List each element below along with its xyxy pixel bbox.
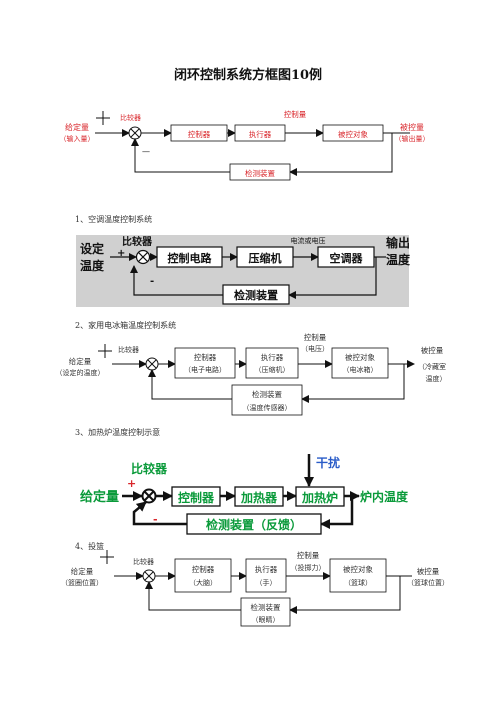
d1-heading: 1、空调温度控制系统 <box>75 214 152 224</box>
d1-controller: 控制电路 <box>168 251 213 265</box>
d2-controller-sub: （电子电路） <box>184 365 226 374</box>
diagram-basketball: 给定量 （篮圈位置） 比较器 控制器 （大脑） 执行器 （手） 控制量 （投掷力… <box>61 550 449 627</box>
d4-sensor-box <box>240 597 291 627</box>
d0-plant: 被控对象 <box>338 129 368 139</box>
d4-sensor-sub: （眼睛） <box>252 615 280 624</box>
d0-output: 被控量 <box>400 122 424 132</box>
d1-plant: 空调器 <box>330 251 364 265</box>
d3-sensor: 检测装置（反馈） <box>206 517 302 532</box>
d4-control-var-sub: （投掷力） <box>291 563 326 572</box>
d2-output: 被控量 <box>421 345 444 355</box>
d0-comparator: 比较器 <box>120 113 141 122</box>
d2-controller-box <box>174 347 236 379</box>
d1-actuator: 压缩机 <box>249 251 282 265</box>
d0-control-var: 控制量 <box>284 109 307 119</box>
diagram-generic: 给定量 （输入量） 比较器 — 控制器 执行器 控制量 被控对象 被控量 （输出… <box>60 109 430 181</box>
d0-controller: 控制器 <box>188 129 211 139</box>
d4-sensor: 检测装置 <box>251 602 281 612</box>
d3-minus: - <box>153 513 158 526</box>
d2-sensor: 检测装置 <box>252 389 282 399</box>
d3-disturbance: 干扰 <box>316 455 340 470</box>
d0-input: 给定量 <box>65 122 89 132</box>
d4-actuator-box <box>245 558 287 593</box>
d4-comparator: 比较器 <box>133 557 154 566</box>
d2-summing-junction <box>145 357 159 371</box>
diagram-furnace: 比较器 干扰 + 给定量 - 控制器 加热器 加热炉 炉内温度 检测装置（反馈） <box>80 454 409 535</box>
d3-heading: 3、加热炉温度控制示意 <box>75 427 160 437</box>
d3-actuator: 加热器 <box>240 490 278 505</box>
page-title: 闭环控制系统方框图10例 <box>174 67 322 83</box>
d1-input-l2: 温度 <box>80 258 105 273</box>
d4-heading: 4、投篮 <box>75 541 104 551</box>
d0-minus: — <box>142 147 150 156</box>
d2-heading: 2、家用电冰箱温度控制系统 <box>75 320 176 330</box>
d3-plant: 加热炉 <box>301 490 338 505</box>
d2-actuator-box <box>245 347 299 379</box>
d3-controller: 控制器 <box>178 490 215 505</box>
d1-plus: + <box>117 248 125 259</box>
d0-output-sub: （输出量） <box>395 134 430 143</box>
d3-input: 给定量 <box>80 489 119 505</box>
d3-plus: + <box>127 477 136 490</box>
d1-output-l1: 输出 <box>386 235 410 250</box>
d0-input-sub: （输入量） <box>60 134 95 143</box>
d2-output-sub2: 温度） <box>426 374 447 383</box>
d3-output: 炉内温度 <box>360 489 409 504</box>
d1-summing-junction <box>135 249 151 265</box>
d3-comparator: 比较器 <box>131 461 168 476</box>
d4-controller-sub: （大脑） <box>189 578 217 587</box>
d4-input-sub: （篮圈位置） <box>61 578 103 587</box>
d1-output-l2: 温度 <box>386 252 411 267</box>
d2-sensor-sub: （温度传感器） <box>243 403 292 412</box>
d4-actuator-sub: （手） <box>256 578 277 587</box>
d2-control-var: 控制量 <box>304 332 327 342</box>
d2-plant-sub: （电冰箱） <box>343 365 378 374</box>
d4-controller: 控制器 <box>192 564 215 574</box>
d4-input: 给定量 <box>71 566 94 576</box>
d2-controller: 控制器 <box>194 352 217 362</box>
d2-sensor-box <box>231 384 303 416</box>
d2-actuator: 执行器 <box>261 352 284 362</box>
d2-output-sub1: （冷藏室 <box>418 362 446 371</box>
d2-input-sub: （设定的温度） <box>56 368 105 377</box>
d1-comparator: 比较器 <box>122 235 153 248</box>
d4-output-sub: （篮球位置） <box>407 578 449 587</box>
d0-actuator: 执行器 <box>249 129 272 139</box>
d4-controller-box <box>174 558 232 593</box>
d4-plant-sub: （篮球） <box>344 578 372 587</box>
d4-output: 被控量 <box>417 566 440 576</box>
d2-actuator-sub: （压缩机） <box>255 365 290 374</box>
d2-plant-box <box>331 347 389 379</box>
d4-plant: 被控对象 <box>343 564 373 574</box>
d0-summing-junction <box>128 126 142 140</box>
d1-sensor: 检测装置 <box>234 288 278 302</box>
d1-signal: 电流或电压 <box>291 236 326 245</box>
d4-summing-junction <box>142 569 156 583</box>
d4-plant-box <box>329 558 387 593</box>
d3-summing-junction <box>141 488 157 504</box>
d4-actuator: 执行器 <box>255 564 278 574</box>
d2-plant: 被控对象 <box>345 352 375 362</box>
d1-minus: - <box>150 276 154 287</box>
d4-control-var: 控制量 <box>297 550 320 560</box>
d1-input-l1: 设定 <box>80 241 104 256</box>
d2-input: 给定量 <box>69 356 92 366</box>
d2-control-var-sub: （电压） <box>301 344 329 353</box>
d2-comparator: 比较器 <box>118 345 139 354</box>
diagram-refrigerator: 给定量 （设定的温度） 比较器 控制器 （电子电路） 执行器 （压缩机） 控制量… <box>56 332 447 416</box>
diagram-air-conditioner: 设定 温度 比较器 + - 控制电路 压缩机 电流或电压 空调器 输出 温度 检… <box>76 235 411 307</box>
d0-sensor: 检测装置 <box>245 168 275 178</box>
